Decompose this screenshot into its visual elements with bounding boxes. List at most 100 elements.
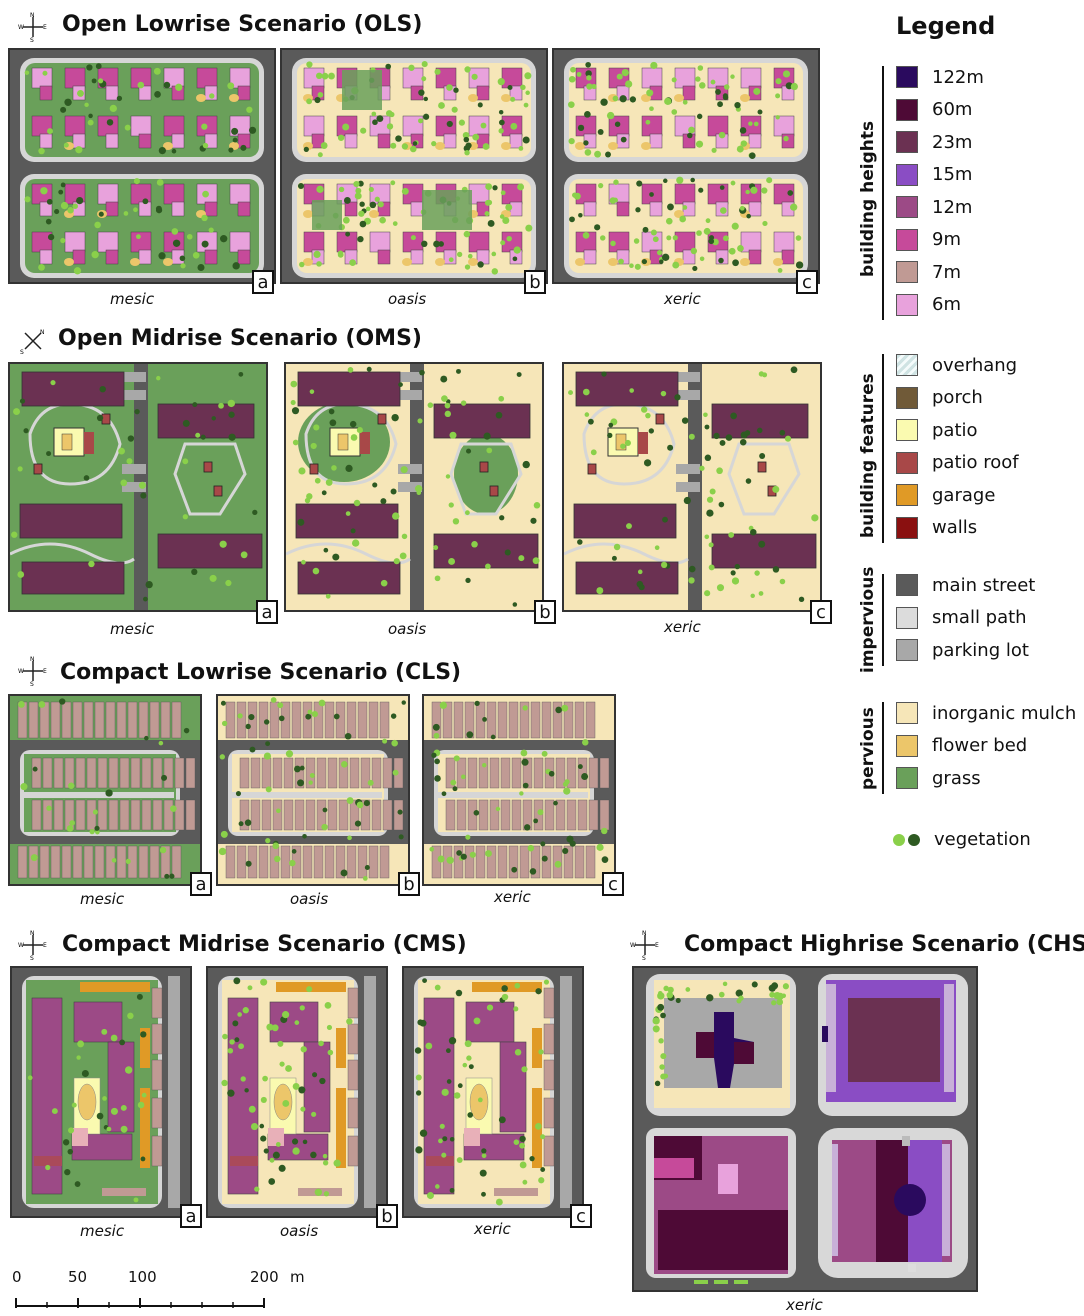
house — [748, 201, 762, 217]
tree — [306, 493, 313, 500]
building-9m — [654, 1158, 694, 1178]
tree — [380, 498, 387, 505]
tree — [418, 118, 424, 124]
tree — [562, 781, 569, 787]
tree — [464, 1040, 472, 1048]
panel-letter: b — [398, 872, 420, 896]
carport — [151, 1059, 163, 1091]
tree — [262, 1075, 268, 1082]
tree — [349, 420, 357, 428]
tree — [118, 447, 125, 455]
tree — [750, 528, 757, 536]
rowhouse — [280, 845, 291, 879]
tree — [285, 1065, 292, 1072]
tree — [658, 1038, 664, 1044]
rowhouse — [475, 845, 486, 879]
rowhouse — [511, 799, 522, 831]
tree — [784, 435, 792, 442]
legend-swatch — [896, 228, 918, 251]
tree — [690, 247, 698, 255]
house — [97, 231, 119, 253]
tree — [438, 241, 444, 247]
rowhouse — [31, 799, 42, 831]
tree — [94, 825, 100, 831]
panel-caption: oasis — [388, 620, 427, 638]
tree — [202, 190, 209, 198]
tree — [219, 540, 227, 548]
tree — [466, 731, 474, 739]
tree — [519, 1142, 526, 1149]
tree — [260, 1135, 267, 1142]
tree — [289, 859, 296, 867]
tree — [391, 413, 399, 422]
apartment-building — [107, 1041, 135, 1133]
panel-caption: xeric — [494, 888, 531, 906]
rowhouse — [50, 701, 61, 739]
panel-caption: mesic — [80, 890, 125, 908]
tree — [96, 1112, 104, 1120]
tree — [566, 835, 574, 843]
tree — [281, 1011, 290, 1019]
rowhouse — [94, 701, 105, 739]
tree — [342, 216, 350, 224]
tree — [521, 758, 529, 766]
tree — [252, 509, 258, 516]
tree — [293, 765, 301, 773]
grass-patch — [312, 200, 342, 230]
pool-house — [464, 1128, 480, 1146]
house — [641, 67, 663, 89]
tree — [523, 102, 529, 108]
legend-group-bar — [882, 574, 884, 666]
tree — [652, 236, 659, 243]
patio-roof — [337, 433, 349, 451]
tree — [568, 137, 575, 145]
panel-letter: b — [376, 1204, 398, 1228]
rowhouse — [563, 845, 574, 879]
oms-panel-oasis — [284, 362, 544, 612]
rowhouse — [130, 799, 141, 831]
tree — [463, 136, 470, 143]
tree — [472, 133, 480, 141]
tree — [314, 96, 321, 104]
tree — [314, 477, 321, 484]
rowhouse — [368, 845, 379, 879]
tree — [541, 750, 548, 757]
tree — [260, 978, 268, 986]
tree — [250, 1122, 259, 1131]
tree — [753, 87, 761, 95]
tree — [442, 1136, 448, 1142]
tree — [309, 389, 315, 394]
flower-bed — [77, 1083, 97, 1121]
tree — [159, 846, 167, 854]
flower-bed — [130, 258, 140, 266]
scale-tick-label: 200 — [250, 1268, 279, 1286]
rowhouse — [163, 799, 174, 831]
rowhouse — [360, 799, 371, 831]
rowhouse — [39, 845, 50, 879]
tree — [533, 502, 541, 509]
tree — [463, 230, 471, 238]
tree — [584, 149, 592, 156]
tree — [106, 1126, 112, 1132]
tree — [219, 754, 226, 760]
tree — [345, 464, 353, 473]
tree — [245, 860, 252, 867]
tree — [654, 1080, 661, 1087]
tree — [585, 70, 592, 77]
house — [64, 115, 86, 137]
tree — [379, 216, 386, 224]
rowhouse — [149, 701, 160, 739]
rowhouse — [456, 757, 467, 789]
rowhouse — [163, 757, 174, 789]
tree — [525, 90, 530, 96]
compass-icon: NS EW — [630, 930, 659, 960]
rowhouse — [552, 701, 563, 739]
flower-bed — [303, 258, 313, 266]
tree — [722, 235, 729, 242]
tree — [685, 987, 691, 992]
rowhouse — [283, 757, 294, 789]
tree — [672, 261, 680, 269]
porch — [101, 413, 111, 425]
tree — [448, 257, 454, 263]
svg-text:S: S — [642, 955, 646, 960]
